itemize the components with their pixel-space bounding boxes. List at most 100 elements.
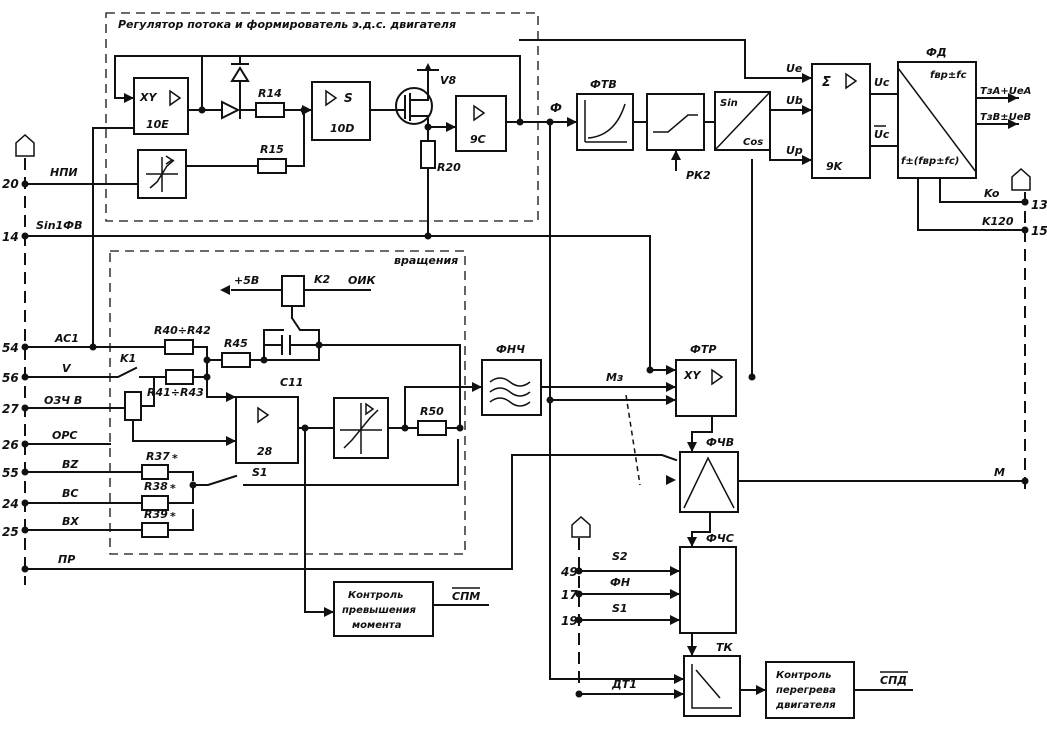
resistor-r37: R37 * bbox=[141, 450, 178, 480]
terminal-20-label: НПИ bbox=[50, 166, 78, 179]
resistor-r15: R15 bbox=[257, 143, 287, 174]
block-9c-label: 9C bbox=[470, 133, 486, 146]
block-sincos: Sin Cos bbox=[714, 91, 771, 151]
terminal-54-label: AC1 bbox=[54, 332, 79, 345]
r14-label: R14 bbox=[258, 87, 282, 100]
r37-label: R37 bbox=[146, 450, 170, 463]
block-10e: XY 10E bbox=[133, 77, 189, 135]
fd-title: ФД bbox=[926, 46, 947, 59]
wire-ozchv bbox=[24, 407, 237, 442]
wire-phi-down bbox=[549, 121, 685, 680]
block-ftv: ФТВ bbox=[576, 78, 634, 151]
fnch-label: ФНЧ bbox=[496, 343, 525, 356]
resistor-r20: R20 bbox=[420, 140, 461, 174]
terminal-25-num: 25 bbox=[2, 525, 19, 539]
terminal-27-num: 27 bbox=[2, 402, 19, 416]
cos-label: Cos bbox=[743, 137, 763, 148]
torque-line2: превышения bbox=[342, 605, 417, 616]
fd-bottom-label: f±(fвр±fc) bbox=[901, 156, 959, 167]
r40-r42-label: R40÷R42 bbox=[154, 324, 211, 337]
overheat-line2: перегрева bbox=[776, 685, 836, 696]
wire-phi-ue bbox=[519, 39, 813, 79]
wire-fd-k120 bbox=[917, 177, 1026, 231]
terminal-49-label: S2 bbox=[612, 550, 628, 563]
terminal-54-num: 54 bbox=[2, 341, 19, 355]
block-ftr: ФТР XY bbox=[675, 343, 737, 417]
r45-label: R45 bbox=[224, 337, 248, 350]
r39-label: R39 bbox=[144, 508, 168, 521]
block-fd: ФД fвр±fc f±(fвр±fc) bbox=[897, 46, 977, 179]
fd-top-label: fвр±fc bbox=[930, 70, 967, 81]
resistor-r45: R45 bbox=[221, 337, 251, 368]
block-9k: Σ 9K bbox=[811, 63, 871, 179]
flux-regulator-title: Регулятор потока и формирователь э.д.с. … bbox=[118, 18, 456, 31]
plus5v-label: +5В bbox=[234, 274, 259, 287]
mid-ground-symbol bbox=[571, 515, 591, 538]
block-overheat-control: Контроль перегрева двигателя bbox=[765, 661, 855, 719]
terminal-14-label: Sin1ФВ bbox=[36, 219, 82, 232]
sin-label: Sin bbox=[720, 98, 738, 109]
terminal-20-num: 20 bbox=[2, 177, 19, 191]
terminal-19-label: S1 bbox=[612, 602, 628, 615]
arrowheads bbox=[124, 63, 1018, 699]
oik-label: ОИК bbox=[348, 274, 377, 287]
block-10e-label: 10E bbox=[146, 118, 169, 131]
r15-label: R15 bbox=[260, 143, 284, 156]
wire-s1-switch bbox=[192, 439, 459, 486]
terminal-15-num: 15 bbox=[1031, 224, 1047, 238]
wire-bx bbox=[24, 509, 194, 531]
ub-label: Ub bbox=[786, 94, 803, 107]
resistor-r40-r42: R40÷R42 bbox=[154, 324, 211, 355]
resistor-r38: R38 * bbox=[141, 480, 176, 511]
left-ground-symbol bbox=[15, 133, 35, 157]
wire-r15 bbox=[185, 109, 305, 167]
block-9c: 9C bbox=[455, 95, 507, 152]
m-label: M bbox=[994, 466, 1005, 479]
phi-label: Ф bbox=[550, 101, 562, 115]
wire-r50-fnch bbox=[404, 386, 483, 429]
r39-star: * bbox=[170, 510, 176, 523]
tza-label: TзA+UeA bbox=[980, 86, 1031, 97]
terminal-14-num: 14 bbox=[2, 230, 19, 244]
v8-label: V8 bbox=[440, 74, 457, 87]
uc-bar-label: Uc bbox=[874, 128, 890, 141]
torque-line1: Контроль bbox=[348, 590, 403, 601]
block-10d-label: 10D bbox=[330, 122, 354, 135]
r41-r43-label: R41÷R43 bbox=[147, 386, 204, 399]
resistor-r50: R50 bbox=[417, 405, 447, 436]
spd-label: СПД bbox=[880, 674, 907, 687]
terminal-17-label: ФН bbox=[610, 576, 630, 589]
sigma-label: Σ bbox=[822, 75, 831, 90]
block-fnch: ФНЧ bbox=[481, 343, 542, 416]
c11-label: C11 bbox=[280, 376, 303, 389]
limiter-block-rot bbox=[333, 397, 389, 459]
terminal-26-num: 26 bbox=[2, 438, 19, 452]
m3-label: Mз bbox=[606, 371, 623, 384]
dt1-label: ДТ1 bbox=[611, 678, 637, 691]
rotation-region-title: вращения bbox=[394, 254, 458, 267]
transistor-v8: V8 bbox=[394, 69, 457, 125]
overheat-line3: двигателя bbox=[775, 700, 836, 711]
tzv-label: TзB±UeB bbox=[980, 112, 1031, 123]
k0-label: Ko bbox=[984, 187, 1000, 200]
torque-line3: момента bbox=[352, 620, 402, 631]
resistor-r39: R39 * bbox=[141, 508, 176, 538]
wire-c11-to-r50 bbox=[318, 344, 461, 429]
relay-k2: K2 +5В ОИК bbox=[234, 273, 377, 307]
block-10d: S 10D bbox=[311, 81, 371, 141]
wire-ac1-r40 bbox=[192, 346, 237, 398]
terminal-55-label: BZ bbox=[62, 458, 79, 471]
resistor-r14: R14 bbox=[255, 87, 285, 118]
uc-label: Uc bbox=[874, 76, 890, 89]
wire-sin1fv bbox=[24, 235, 677, 371]
block-28: 28 bbox=[235, 396, 299, 464]
terminal-13-num: 13 bbox=[1031, 198, 1047, 212]
r20-label: R20 bbox=[437, 161, 461, 174]
wire-bz bbox=[24, 471, 194, 481]
overheat-line1: Контроль bbox=[776, 670, 831, 681]
spm-label: СПМ bbox=[452, 590, 480, 603]
ftv-label: ФТВ bbox=[590, 78, 617, 91]
block-10e-top-label: XY bbox=[139, 91, 157, 104]
capacitor-c11: C11 bbox=[280, 335, 303, 389]
ue-label: Ue bbox=[786, 62, 803, 75]
